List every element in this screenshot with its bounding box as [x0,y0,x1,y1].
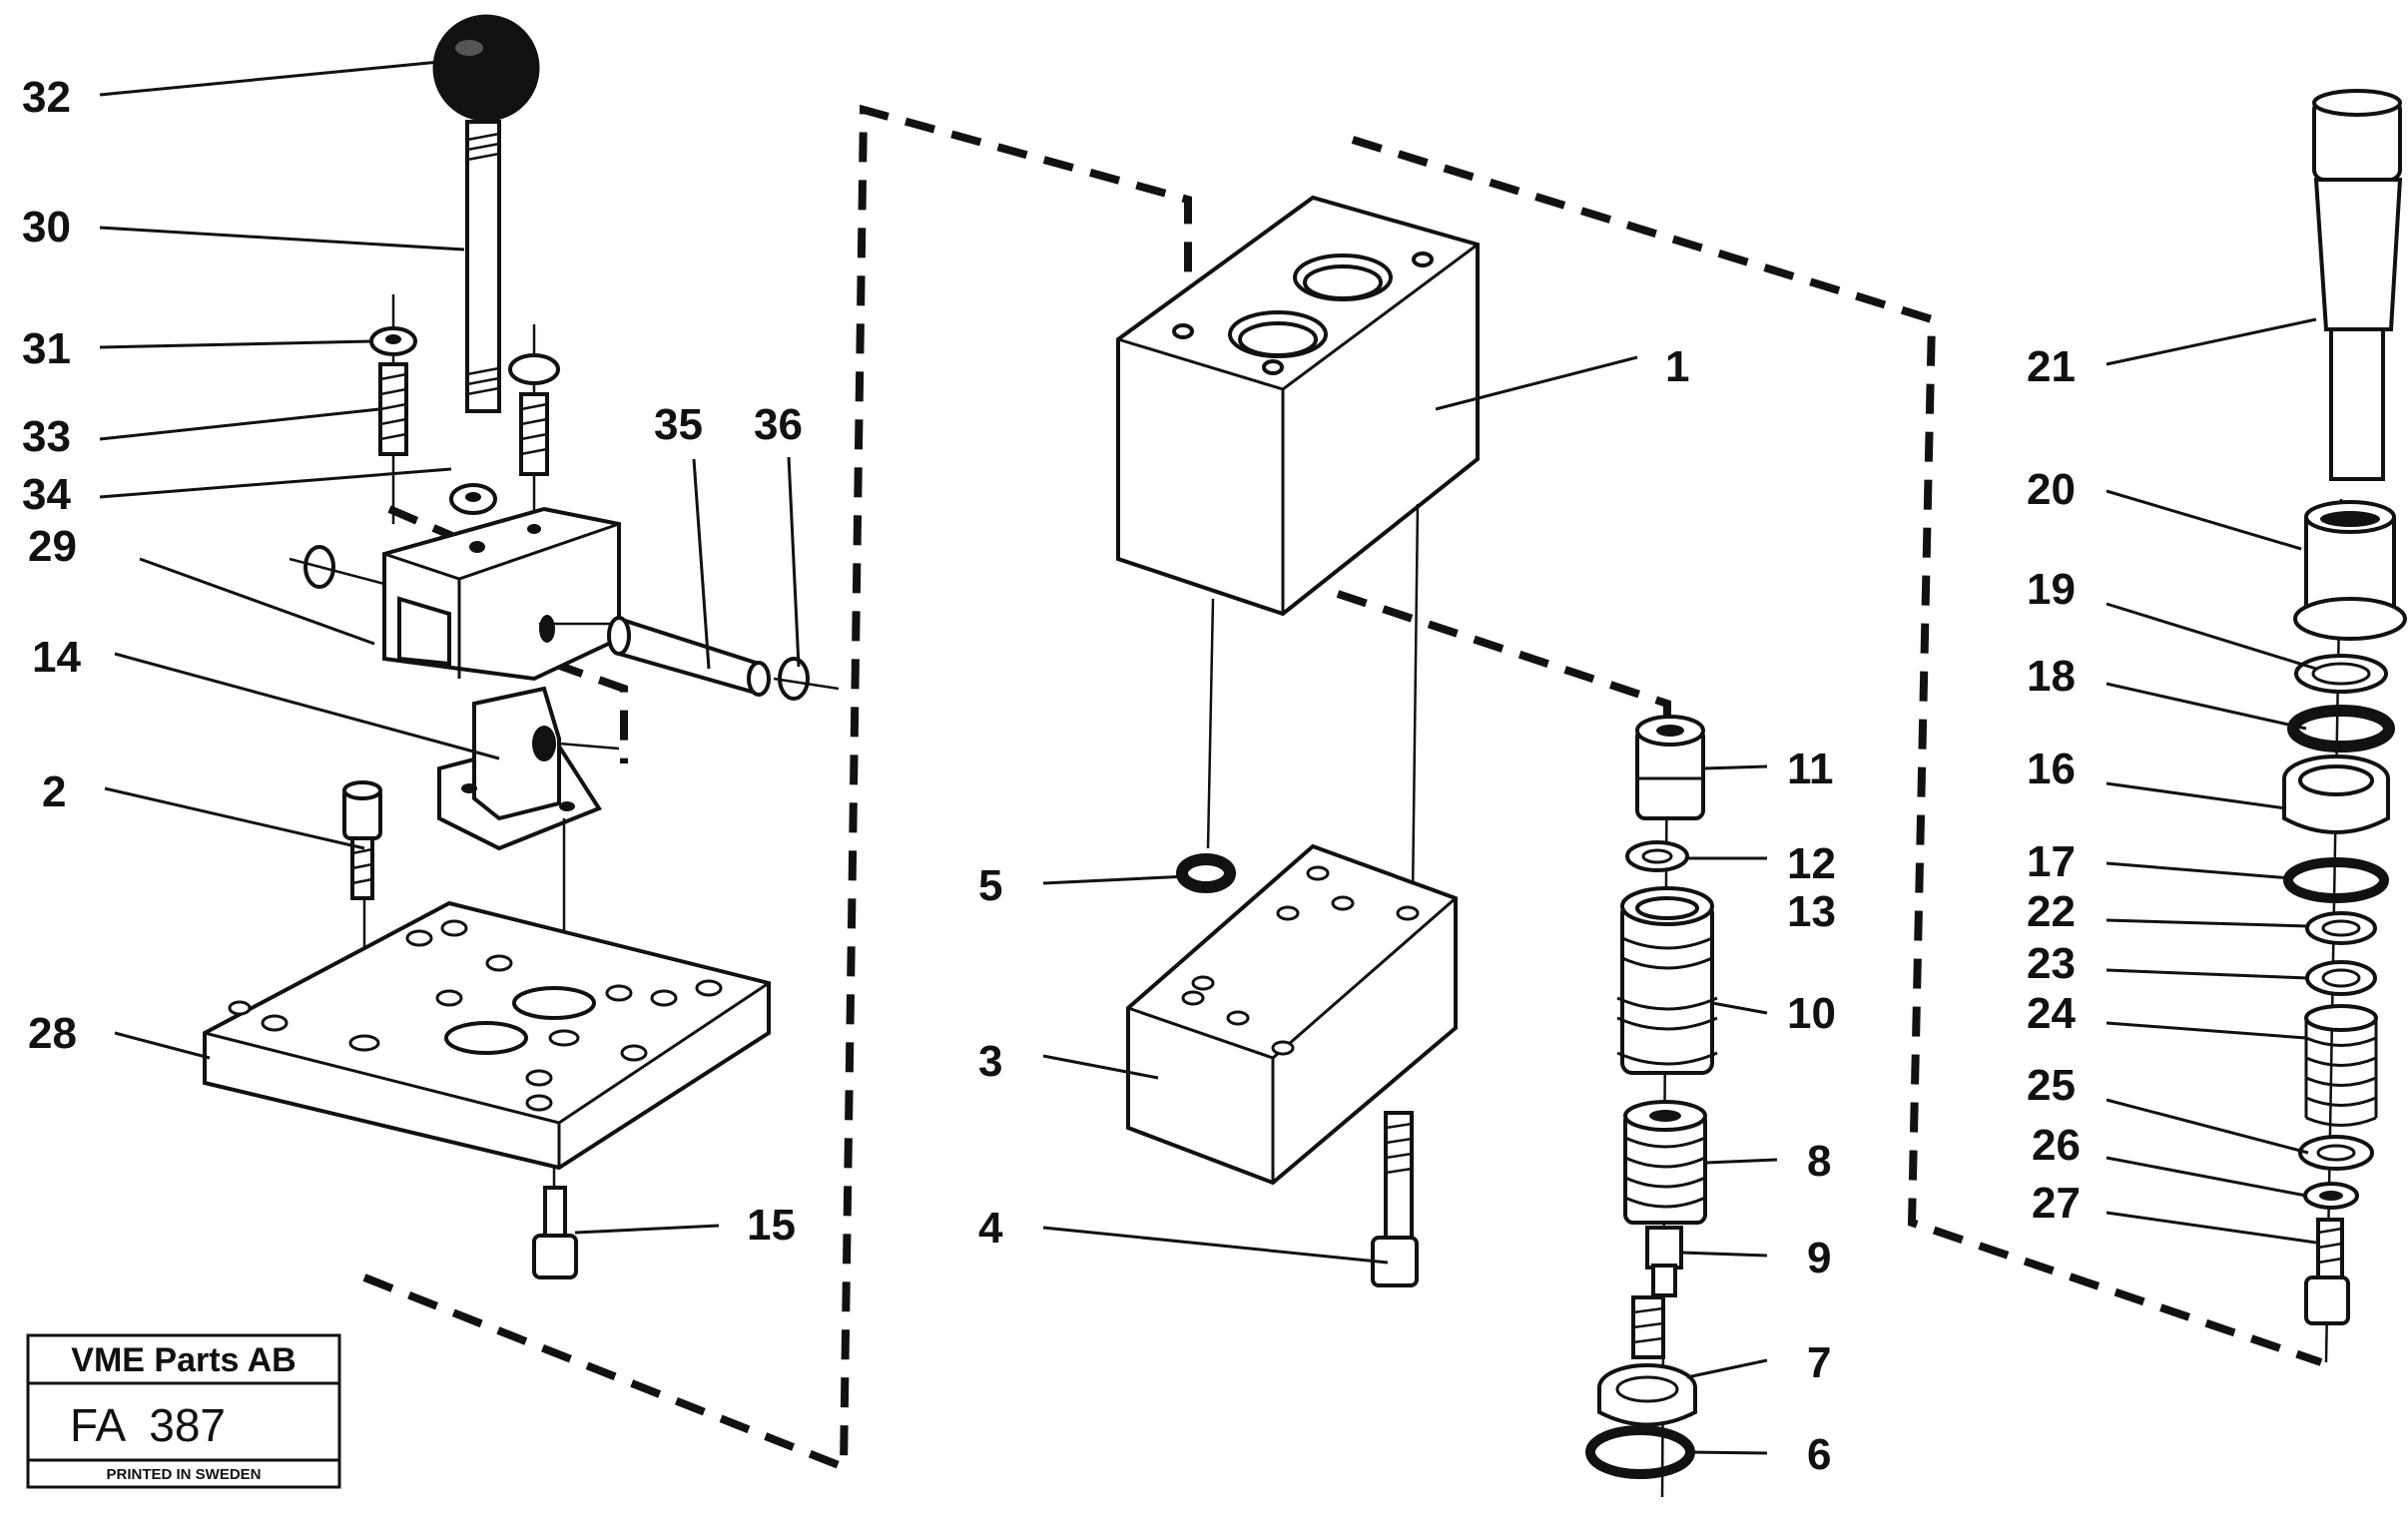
callout-label: 8 [1807,1137,1831,1186]
callout-labels: 32 30 31 33 34 29 35 36 14 2 28 15 1 5 3… [22,73,2081,1479]
o-ring-part [1585,1425,1695,1479]
nut-part [508,353,560,385]
plunger-part [1645,1226,1683,1270]
callout-label: 4 [978,1204,1003,1253]
callout-label: 36 [754,400,803,449]
callout-label: 15 [747,1201,796,1250]
callout-label: 29 [28,522,77,571]
callout-label: 24 [2027,989,2076,1038]
callout-label: 27 [2032,1179,2081,1228]
callout-label: 14 [32,633,81,682]
assembly-outlines [362,104,2323,1473]
callout-label: 13 [1787,887,1836,936]
callout-label: 7 [1807,1338,1831,1387]
callout-label: 32 [22,73,71,122]
callout-label: 22 [2027,887,2076,936]
callout-label: 34 [22,470,71,519]
drawing-code: FA 387 [70,1399,226,1451]
callout-label: 33 [22,412,71,461]
lever-rod-part [465,120,501,413]
callout-label: 26 [2032,1121,2081,1170]
callout-label: 3 [978,1037,1002,1086]
callout-label: 28 [28,1009,77,1058]
o-ring-part [1176,853,1236,893]
callout-label: 2 [42,767,66,816]
callout-label: 6 [1807,1430,1831,1479]
valve-block-part [1116,195,1480,617]
callout-label: 25 [2027,1061,2076,1110]
cover-block-part [1126,843,1458,1186]
callout-label: 20 [2027,465,2076,514]
callout-label: 31 [22,324,71,373]
callout-label: 21 [2027,342,2076,391]
callout-label: 35 [654,400,703,449]
company-name: VME Parts AB [71,1341,296,1379]
valve-body-assembly [1116,195,1480,1287]
lever-assembly [203,14,840,1279]
callout-label: 19 [2027,565,2076,614]
callout-label: 16 [2027,745,2076,793]
detent-stack [2282,89,2407,1363]
cap-screw-part [1384,1111,1414,1245]
callout-label: 23 [2027,939,2076,988]
callout-label: 9 [1807,1234,1831,1282]
callout-label: 12 [1787,839,1836,888]
spool-housing-part [1620,901,1714,1075]
cap-screw-part [543,1186,567,1240]
callout-label: 11 [1787,745,1834,793]
callout-label: 18 [2027,652,2076,701]
o-ring-part [2287,705,2395,753]
callout-label: 1 [1665,342,1689,391]
callout-label: 30 [22,203,71,252]
knob-part [432,14,540,122]
callout-label: 10 [1787,989,1836,1038]
printed-note: PRINTED IN SWEDEN [106,1466,261,1483]
pivot-pin-part [617,616,761,697]
clip-part [778,657,810,701]
callout-label: 5 [978,861,1002,910]
leader-lines [99,60,2317,1455]
spool-stack [1585,715,1718,1498]
callout-label: 17 [2027,837,2076,886]
o-ring-part [2283,857,2389,903]
title-stamp: VME Parts AB FA 387 PRINTED IN SWEDEN [26,1333,341,1489]
spring-part [2304,1016,2378,1127]
